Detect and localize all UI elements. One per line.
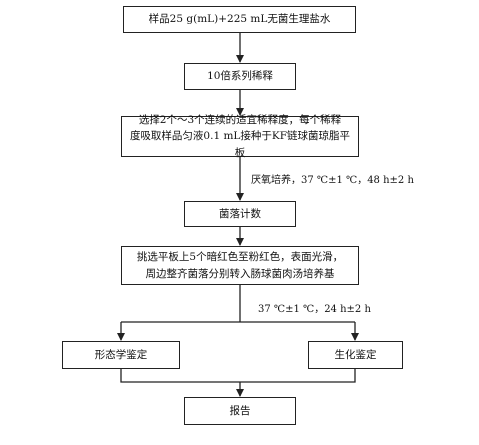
line-biochemical-to-report (240, 369, 356, 383)
node-inoculate-line1: 选择2个～3个连续的适宜稀释度，每个稀释 (138, 114, 342, 127)
node-dilution: 10倍系列稀释 (184, 63, 296, 90)
node-inoculate-line2: 度吸取样品匀液0.1 mL接种于KF链球菌琼脂平板 (129, 130, 351, 159)
edge-label-culture: 37 ℃±1 ℃，24 h±2 h (258, 304, 371, 315)
node-morphology: 形态学鉴定 (62, 341, 180, 369)
node-pick: 挑选平板上5个暗红色至粉红色，表面光滑， 周边整齐菌落分别转入肠球菌肉汤培养基 (121, 246, 359, 285)
node-report: 报告 (184, 397, 296, 425)
edge-label-anaerobic: 厌氧培养，37 ℃±1 ℃，48 h±2 h (251, 175, 414, 186)
node-sample: 样品25 g(mL)+225 mL无菌生理盐水 (123, 6, 356, 33)
node-pick-line1: 挑选平板上5个暗红色至粉红色，表面光滑， (136, 251, 344, 264)
node-inoculate: 选择2个～3个连续的适宜稀释度，每个稀释 度吸取样品匀液0.1 mL接种于KF链… (121, 114, 359, 159)
node-pick-line2: 周边整齐菌落分别转入肠球菌肉汤培养基 (145, 267, 335, 280)
node-biochemical: 生化鉴定 (308, 341, 403, 369)
line-morphology-to-report (120, 369, 240, 383)
node-count: 菌落计数 (184, 201, 296, 227)
